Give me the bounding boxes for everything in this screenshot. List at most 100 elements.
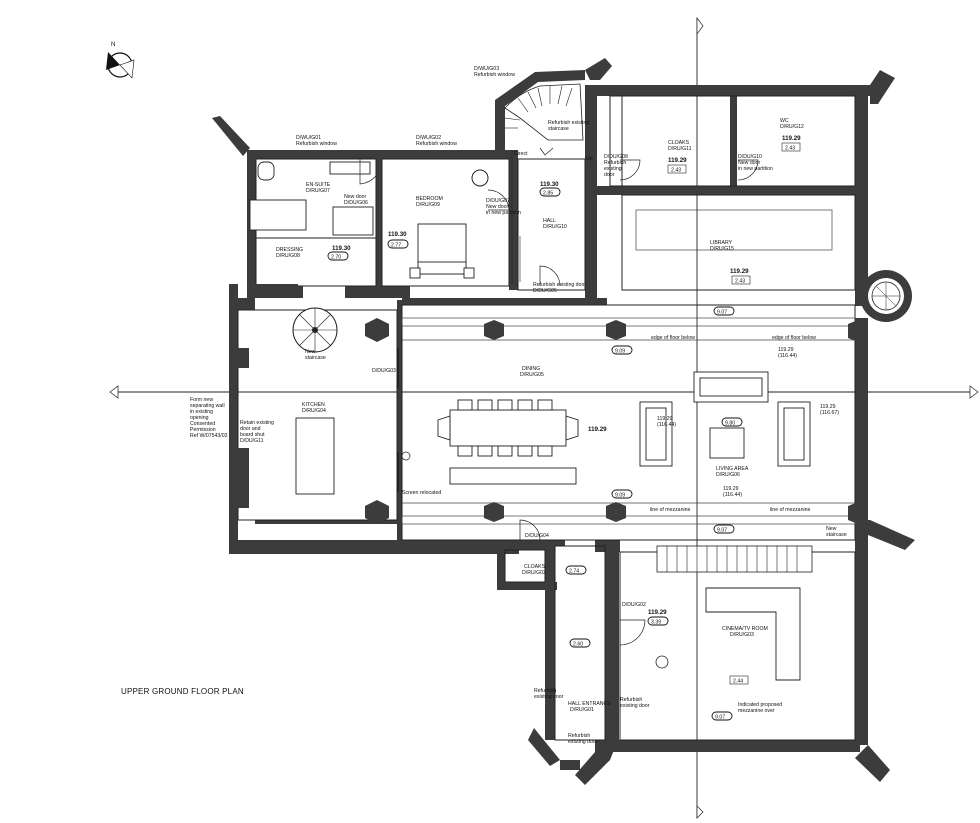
hall-name: HALL [543, 218, 556, 224]
badge-dressing: 2.70 [327, 251, 349, 261]
dressing-name: DRESSING [276, 247, 303, 253]
svg-text:2.43: 2.43 [671, 168, 681, 174]
cloaks-top-name: CLOAKS [668, 140, 690, 146]
svg-text:2.74: 2.74 [569, 569, 579, 575]
plan-title: UPPER GROUND FLOOR PLAN [121, 687, 244, 696]
dining-name: DINING [522, 366, 540, 372]
cloaks-bottom-code: D/RU/G02 [522, 570, 546, 576]
wc-code: D/RU/G12 [780, 124, 804, 130]
section-lines [109, 16, 979, 819]
badge-909a: 9.09 [611, 345, 633, 355]
svg-text:3.39: 3.39 [651, 620, 661, 626]
badge-hall: 2.85 [539, 187, 561, 197]
cloaks-bottom-name: CLOAKS [524, 564, 546, 570]
badge-907a: 9.07 [713, 306, 735, 316]
badge-library: 2.43 [731, 275, 751, 285]
svg-text:2.43: 2.43 [735, 279, 745, 285]
dining-code: D/RU/G05 [520, 372, 544, 378]
bedroom-name: BEDROOM [416, 196, 443, 202]
badge-274: 2.74 [565, 565, 587, 575]
wc-level: 119.29 [782, 135, 801, 142]
bedroom-level: 119.30 [388, 231, 407, 238]
wc-name: WC [780, 118, 789, 124]
dining-level: 119.29 [588, 426, 607, 433]
note-door-g04: D/DU/G04 [525, 533, 549, 539]
furniture [249, 161, 811, 681]
ensuite-code: D/RU/G07 [306, 188, 330, 194]
library-name: LIBRARY [710, 240, 733, 246]
bedroom-code: D/RU/G09 [416, 202, 440, 208]
dressing-code: D/RU/G08 [276, 253, 300, 259]
hall-level: 119.30 [540, 181, 559, 188]
svg-text:2.77: 2.77 [391, 243, 401, 249]
badge-260: 2.60 [569, 638, 591, 648]
hall-entrance-code: D/RU/G01 [570, 707, 594, 713]
svg-text:2.43: 2.43 [785, 146, 795, 152]
svg-text:2.70: 2.70 [331, 255, 341, 261]
svg-text:9.09: 9.09 [615, 493, 625, 499]
badge-909b: 9.09 [611, 489, 633, 499]
library-code: D/RU/G15 [710, 246, 734, 252]
cinema-name: CINEMA/TV ROOM [722, 626, 768, 632]
svg-text:2.44: 2.44 [733, 679, 743, 685]
living-code: D/RU/G06 [716, 472, 740, 478]
note-level-c2: 119.29(116.44) [723, 486, 742, 498]
library-level: 119.29 [730, 268, 749, 275]
north-arrow-icon: N [106, 41, 135, 79]
badge-cloaks-top: 2.43 [667, 164, 687, 174]
hall-code: D/RU/G10 [543, 224, 567, 230]
staircase-main [504, 83, 584, 284]
note-edge-floor-2: edge of floor below [772, 335, 816, 341]
svg-text:9.80: 9.80 [725, 421, 735, 427]
hall-entrance-name: HALL ENTRANCE [568, 701, 611, 707]
note-direct: Direct [514, 151, 528, 157]
spiral-staircase-tower [871, 281, 901, 311]
svg-text:9.09: 9.09 [615, 349, 625, 355]
spiral-staircase-kitchen [292, 307, 338, 353]
living-name: LIVING AREA [716, 466, 749, 472]
badge-907c: 9.07 [711, 711, 733, 721]
staircase-mezzanine [656, 545, 813, 573]
svg-text:2.85: 2.85 [543, 191, 553, 197]
note-edge-floor-1: edge of floor below [651, 335, 695, 341]
note-door-g02: D/DU/G02 [622, 602, 646, 608]
ensuite-name: EN-SUITE [306, 182, 331, 188]
svg-text:2.60: 2.60 [573, 642, 583, 648]
note-up: Up [586, 156, 593, 162]
cloaks-top-code: D/RU/G11 [668, 146, 692, 152]
note-mezzanine-2: line of mezzanine [770, 507, 810, 513]
badge-cinema: 2.44 [729, 675, 749, 685]
cinema-code: D/RU/G03 [730, 632, 754, 638]
note-level-c: 119.29(116.44) [657, 416, 676, 428]
note-level-r1: 119.29(116.44) [778, 347, 797, 359]
level-badges: 2.70 2.77 2.85 2.43 2.43 2.43 2.44 9.07 … [327, 142, 801, 721]
dressing-level: 119.30 [332, 245, 351, 252]
svg-text:9.07: 9.07 [717, 528, 727, 534]
room-labels: EN-SUITE D/RU/G07 DRESSING D/RU/G08 119.… [276, 118, 804, 713]
note-level-r2: 119.29(116.67) [820, 404, 839, 416]
badge-907b: 9.07 [713, 524, 735, 534]
badge-bedroom: 2.77 [387, 239, 409, 249]
badge-339: 3.39 [647, 616, 669, 626]
doors [359, 159, 759, 646]
note-screen-relocated: Screen relocated [402, 490, 441, 496]
cloaks-top-level: 119.29 [668, 157, 687, 164]
note-door-g03: D/DU/G03 [372, 368, 396, 374]
north-label: N [111, 41, 115, 48]
kitchen-code: D/RU/G04 [302, 408, 326, 414]
